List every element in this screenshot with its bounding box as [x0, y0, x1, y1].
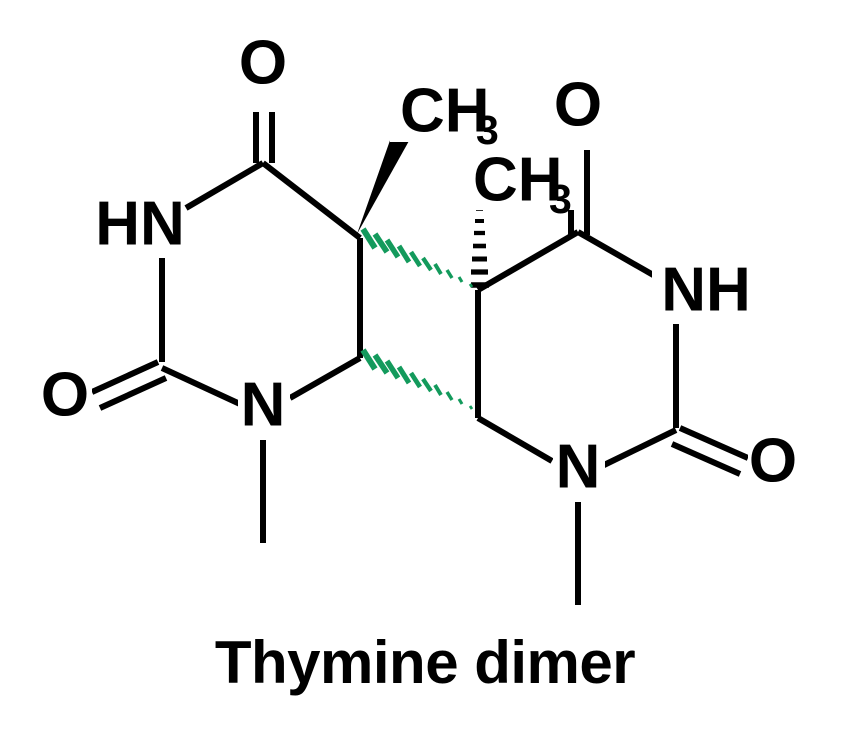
atom-label-ch3-left: CH 3	[400, 76, 499, 152]
left-bond-c2-n1	[160, 365, 242, 407]
nh-label-mask	[652, 262, 738, 324]
cyclobutane-lower-stereo-bond	[360, 348, 474, 410]
left-methyl-solid-wedge-bond	[357, 112, 419, 234]
left-top-carbonyl-double-bond	[253, 112, 275, 163]
left-bond-c5-c4	[261, 160, 362, 241]
atom-label-hn-left: HN	[95, 189, 185, 258]
atom-label-o-right: O	[749, 426, 797, 495]
n-right-label-mask	[553, 440, 605, 502]
ch3-left-label-mask	[390, 82, 510, 142]
ch3-right-subscript: 3	[549, 176, 572, 222]
atom-label-n-left: N	[241, 370, 286, 439]
right-bond-c2-n1	[600, 427, 678, 469]
o-topleft-label-mask	[238, 36, 290, 98]
o-right-label-mask	[748, 434, 800, 496]
n-left-label-mask	[238, 378, 290, 440]
ch3-left-subscript: 3	[476, 107, 499, 153]
atom-label-ch3-right: CH 3	[473, 145, 572, 221]
atom-label-o-top-left: O	[239, 28, 287, 97]
hn-label-mask	[98, 196, 180, 258]
atom-label-n-right: N	[556, 432, 601, 501]
left-bond-n1-c6	[288, 355, 362, 401]
right-bond-c4-n3	[576, 229, 657, 279]
atom-label-o-top-right: O	[554, 70, 602, 139]
right-bond-c5-c4	[476, 229, 580, 293]
ch3-right-main: CH	[473, 145, 563, 214]
left-bond-c4-n3	[184, 160, 265, 211]
ch3-left-main: CH	[400, 76, 490, 145]
o-left-label-mask	[40, 368, 92, 430]
figure-caption: Thymine dimer	[215, 629, 635, 696]
right-carbonyl-double-bond	[670, 425, 750, 477]
o-topright-label-mask	[553, 78, 605, 140]
left-carbonyl-double-bond	[90, 359, 168, 411]
atom-label-nh-right: NH	[661, 255, 751, 324]
cyclobutane-upper-stereo-bond	[360, 227, 474, 288]
ch3-right-label-mask	[463, 150, 583, 210]
right-bond-n1-c6	[476, 415, 554, 464]
atom-label-o-left: O	[41, 360, 89, 429]
